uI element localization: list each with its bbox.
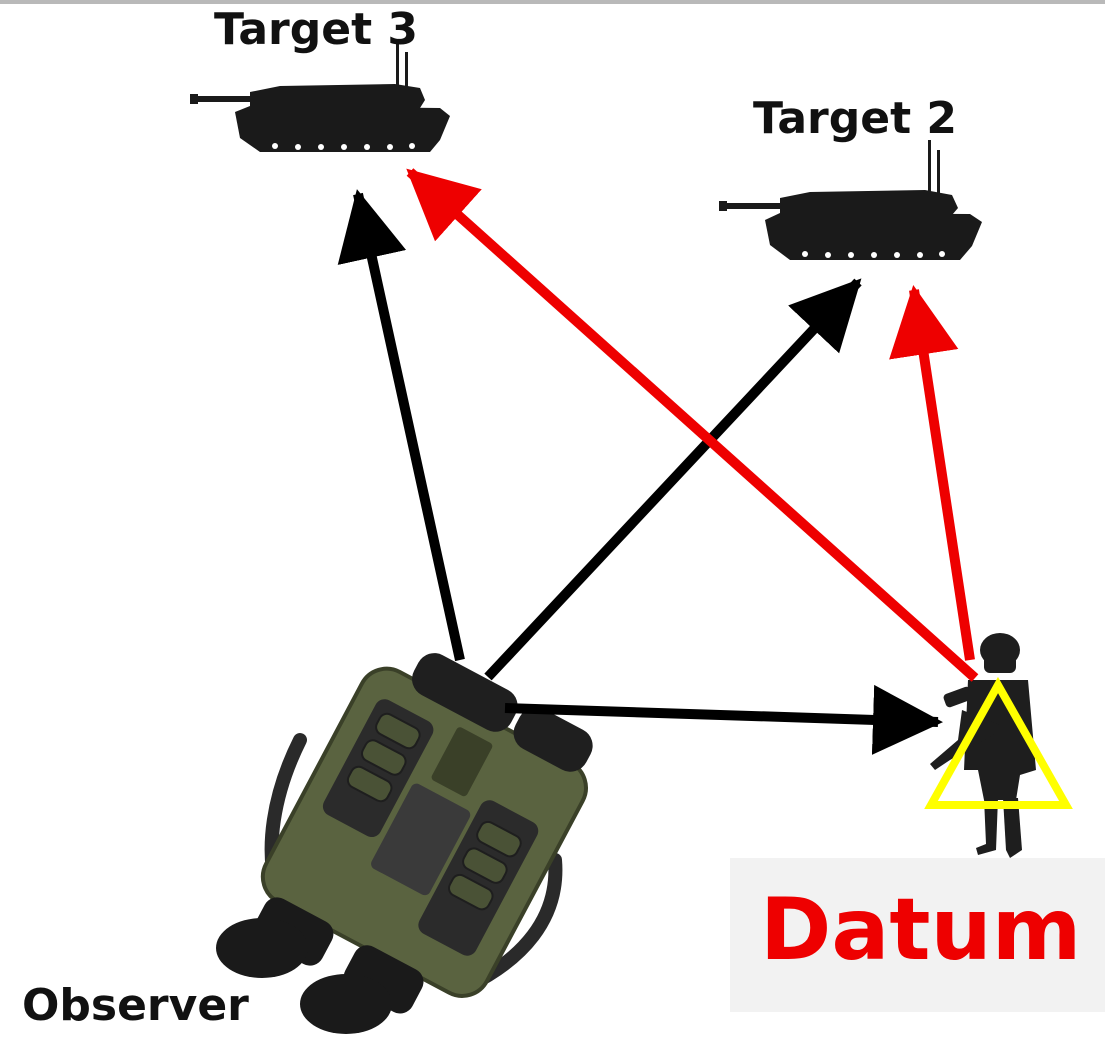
top-border [0, 0, 1105, 4]
target2-tank-icon [719, 140, 982, 260]
observer-label: Observer [22, 980, 249, 1031]
target3-tank-icon [190, 42, 450, 152]
datum-to-target3-arrow [406, 168, 979, 682]
binoculars-icon [216, 653, 593, 1034]
observer-to-datum-arrow [504, 684, 943, 755]
soldier-icon [930, 633, 1036, 858]
target3-label: Target 3 [214, 4, 419, 55]
observer-to-target2-arrow [484, 278, 862, 681]
datum-label: Datum [760, 880, 1082, 980]
datum-triangle-marker-icon [924, 676, 1073, 809]
observer-to-target3-arrow [337, 189, 465, 662]
datum-label-background [730, 858, 1105, 1012]
target2-label: Target 2 [753, 93, 958, 144]
datum-to-target2-arrow [889, 285, 975, 661]
